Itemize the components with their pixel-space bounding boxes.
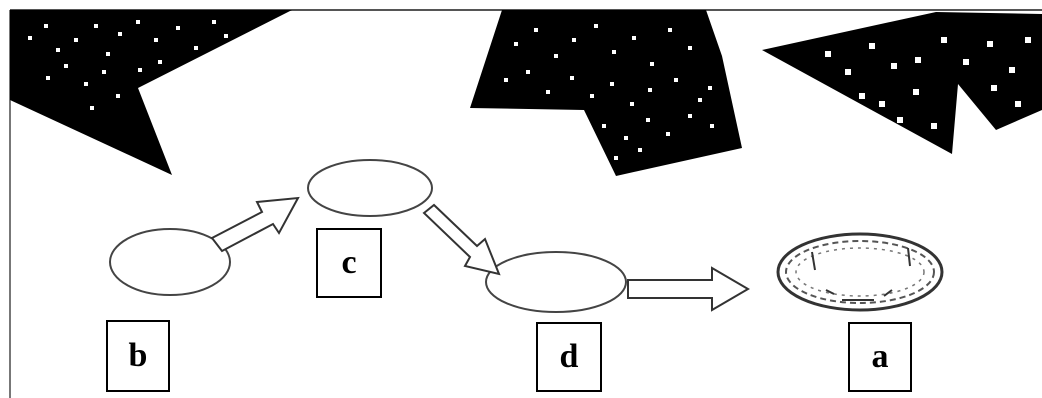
label-box-a: a <box>848 322 912 392</box>
star-dot <box>28 36 32 40</box>
star-dot <box>674 78 678 82</box>
star-dot <box>891 63 897 69</box>
star-dot <box>94 24 98 28</box>
star-dot <box>534 28 538 32</box>
star-region-top-center <box>470 10 742 176</box>
star-dot <box>624 136 628 140</box>
arrow-b-to-c <box>210 196 300 253</box>
star-dot <box>116 94 120 98</box>
star-region-top-left <box>10 10 292 175</box>
star-dot <box>879 101 885 107</box>
star-dot <box>869 43 875 49</box>
ellipse-a <box>776 232 944 312</box>
star-dot <box>602 124 606 128</box>
ellipse-d <box>485 251 627 313</box>
star-dot <box>102 70 106 74</box>
label-box-b: b <box>106 320 170 392</box>
star-dot <box>1025 37 1031 43</box>
star-dot <box>991 85 997 91</box>
star-dot <box>106 52 110 56</box>
star-dot <box>44 24 48 28</box>
arrow-c-to-d <box>422 203 501 276</box>
star-dot <box>668 28 672 32</box>
star-dot <box>90 106 94 110</box>
star-dot <box>526 70 530 74</box>
star-dot <box>572 38 576 42</box>
star-dot <box>965 105 971 111</box>
star-dots <box>28 20 1031 160</box>
star-dot <box>614 156 618 160</box>
star-dot <box>648 88 652 92</box>
star-dot <box>594 24 598 28</box>
star-dot <box>688 114 692 118</box>
star-dot <box>688 46 692 50</box>
star-dot <box>212 20 216 24</box>
star-dot <box>666 132 670 136</box>
label-d-text: d <box>559 338 579 375</box>
star-dot <box>46 76 50 80</box>
star-dot <box>64 64 68 68</box>
star-dot <box>224 34 228 38</box>
label-box-d: d <box>536 322 602 392</box>
star-dot <box>590 94 594 98</box>
star-dot <box>56 48 60 52</box>
star-dot <box>138 68 142 72</box>
star-region-top-right <box>762 12 1042 154</box>
star-dot <box>941 37 947 43</box>
star-dot <box>514 42 518 46</box>
star-dot <box>915 57 921 63</box>
star-dot <box>504 78 508 82</box>
star-dot <box>638 148 642 152</box>
star-dot <box>931 123 937 129</box>
star-dot <box>194 46 198 50</box>
star-dot <box>646 118 650 122</box>
star-dot <box>897 117 903 123</box>
star-dot <box>987 41 993 47</box>
star-dot <box>630 102 634 106</box>
ellipse-c <box>307 159 433 217</box>
star-dot <box>74 38 78 42</box>
star-dot <box>84 82 88 86</box>
star-dot <box>570 76 574 80</box>
star-dot <box>176 26 180 30</box>
star-dot <box>708 86 712 90</box>
star-dot <box>632 36 636 40</box>
star-dot <box>610 82 614 86</box>
star-dot <box>650 62 654 66</box>
star-dot <box>118 32 122 36</box>
star-dot <box>845 69 851 75</box>
star-dot <box>825 51 831 57</box>
star-dot <box>698 98 702 102</box>
star-dot <box>182 72 186 76</box>
star-dot <box>913 89 919 95</box>
label-c-text: c <box>341 244 357 281</box>
star-dot <box>710 124 714 128</box>
star-dot <box>554 54 558 58</box>
arrow-d-to-a <box>627 266 750 312</box>
star-dot <box>612 50 616 54</box>
label-box-c: c <box>316 228 382 298</box>
star-dot <box>546 90 550 94</box>
label-b-text: b <box>128 337 148 374</box>
star-dot <box>154 38 158 42</box>
star-dot <box>1009 67 1015 73</box>
label-a-text: a <box>871 338 889 375</box>
star-dot <box>859 93 865 99</box>
ellipse-b <box>109 228 231 296</box>
star-dot <box>158 60 162 64</box>
star-dot <box>136 20 140 24</box>
star-dot <box>963 59 969 65</box>
star-dot <box>1015 101 1021 107</box>
